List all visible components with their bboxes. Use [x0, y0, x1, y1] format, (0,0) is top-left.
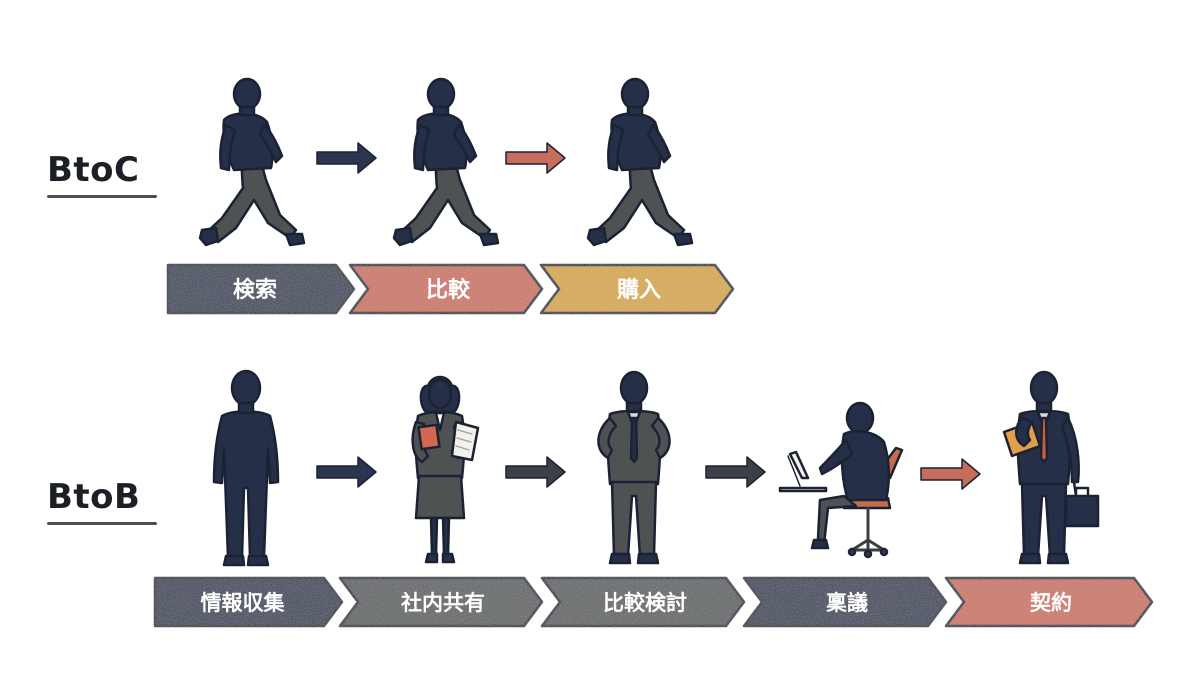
step-label: 情報収集 — [201, 591, 286, 615]
step-label: 比較検討 — [603, 591, 687, 615]
step-chevron-shape — [338, 576, 544, 628]
step-chevron-shape — [944, 576, 1154, 628]
businessman-in-suit-icon — [597, 370, 671, 565]
step-label: 比較 — [426, 277, 471, 303]
btoc-row-label: BtoC — [47, 150, 159, 198]
walking-person-icon — [586, 77, 694, 247]
right-arrow-icon — [505, 456, 566, 488]
step-chevron: 検索 — [166, 263, 356, 315]
right-arrow-icon — [316, 456, 377, 488]
btoc-label-underline — [47, 195, 157, 198]
step-chevron-shape — [742, 576, 948, 628]
step-label: 稟議 — [826, 591, 868, 615]
step-label: 検索 — [233, 278, 277, 303]
step-label: 契約 — [1029, 591, 1072, 615]
standing-person-icon — [212, 369, 280, 567]
walking-person-icon — [392, 77, 500, 247]
step-chevron: 比較 — [348, 263, 544, 315]
step-chevron-shape — [540, 576, 746, 628]
right-arrow-icon — [705, 456, 766, 488]
step-label: 社内共有 — [400, 591, 485, 615]
right-arrow-icon — [505, 142, 566, 174]
btob-label-text: BtoB — [47, 477, 141, 517]
step-chevron: 情報収集 — [153, 576, 344, 628]
flow-arrows — [316, 142, 981, 490]
step-chevron-shape — [539, 263, 735, 315]
right-arrow-icon — [920, 458, 981, 490]
walking-person-icon — [198, 77, 306, 247]
step-chevron: 社内共有 — [338, 576, 544, 628]
woman-with-documents-icon — [411, 375, 480, 564]
step-chevron-shape — [348, 263, 544, 315]
btoc-label-text: BtoC — [47, 150, 140, 190]
step-chevron: 稟議 — [742, 576, 948, 628]
step-chevron: 比較検討 — [540, 576, 746, 628]
step-chevron-shape — [166, 263, 356, 315]
step-chevron: 契約 — [944, 576, 1154, 628]
person-at-laptop-icon — [778, 401, 904, 559]
step-chevron-shape — [153, 576, 344, 628]
btob-label-underline — [47, 522, 157, 525]
step-label: 購入 — [617, 278, 661, 303]
right-arrow-icon — [316, 142, 377, 174]
step-chevron: 購入 — [539, 263, 735, 315]
businessman-with-clipboard-icon — [1002, 370, 1100, 565]
btob-row-label: BtoB — [47, 477, 159, 525]
